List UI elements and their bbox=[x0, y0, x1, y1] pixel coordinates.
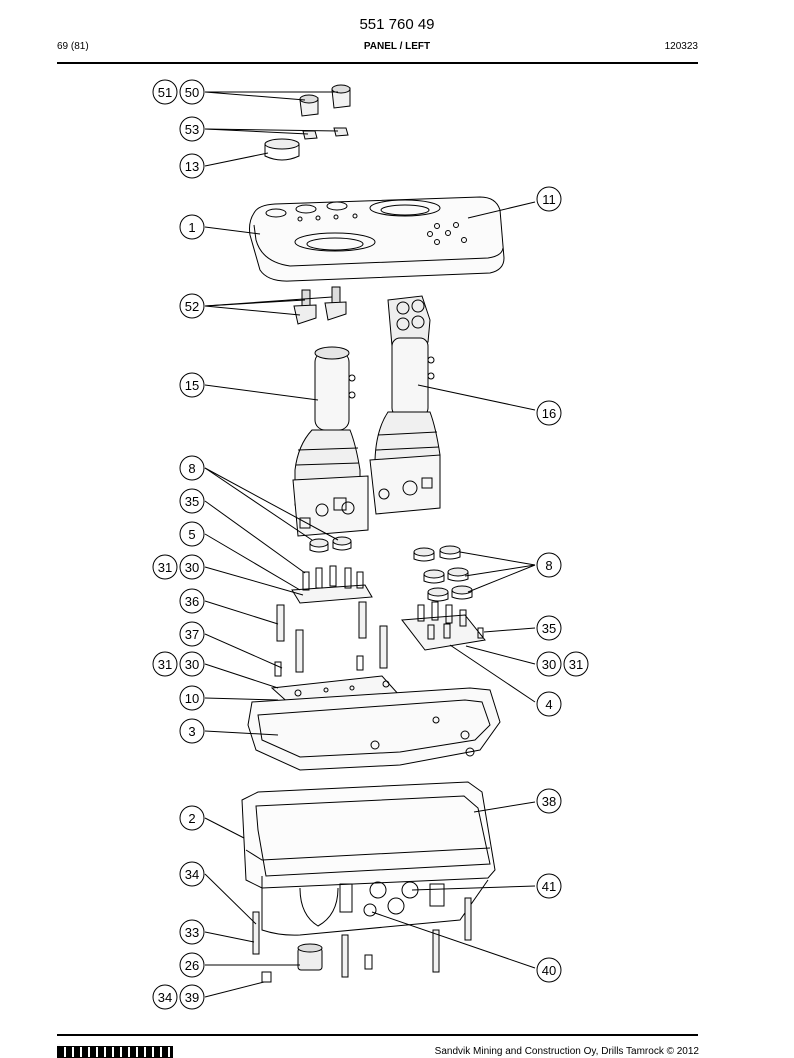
callout: 3 bbox=[179, 718, 205, 744]
circuit-board-part bbox=[401, 601, 486, 651]
callout: 11 bbox=[536, 186, 562, 212]
svg-text:34: 34 bbox=[158, 990, 172, 1005]
svg-text:4: 4 bbox=[545, 697, 552, 712]
callout: 15 bbox=[179, 372, 205, 398]
svg-text:16: 16 bbox=[542, 406, 556, 421]
leader-lines bbox=[204, 91, 536, 998]
svg-text:39: 39 bbox=[185, 990, 199, 1005]
callout: 53 bbox=[179, 116, 205, 142]
header-rule bbox=[57, 62, 698, 64]
callout: 10 bbox=[179, 685, 205, 711]
nut-part bbox=[309, 536, 352, 553]
svg-text:1: 1 bbox=[188, 220, 195, 235]
callout: 40 bbox=[536, 957, 562, 983]
screw-part bbox=[252, 897, 472, 983]
callout: 37 bbox=[179, 621, 205, 647]
callout: 5 bbox=[179, 521, 205, 547]
circuit-board-part bbox=[291, 565, 373, 604]
section-title: PANEL / LEFT bbox=[363, 41, 431, 52]
callout: 2 bbox=[179, 805, 205, 831]
callout: 13 bbox=[179, 153, 205, 179]
svg-text:38: 38 bbox=[542, 794, 556, 809]
joystick-left-part bbox=[292, 346, 369, 537]
svg-text:30: 30 bbox=[185, 657, 199, 672]
callout: 31 bbox=[152, 651, 178, 677]
callout: 34 bbox=[152, 984, 178, 1010]
svg-text:3: 3 bbox=[188, 724, 195, 739]
callout: 8 bbox=[179, 455, 205, 481]
panel-cover-part bbox=[249, 196, 505, 282]
svg-text:37: 37 bbox=[185, 627, 199, 642]
callout: 39 bbox=[179, 984, 205, 1010]
callout: 41 bbox=[536, 873, 562, 899]
switch-part bbox=[293, 286, 347, 325]
document-date: 120323 bbox=[664, 41, 698, 52]
svg-text:33: 33 bbox=[185, 925, 199, 940]
svg-text:15: 15 bbox=[185, 378, 199, 393]
callout: 30 bbox=[179, 651, 205, 677]
sandvik-logo bbox=[57, 1046, 173, 1058]
callout: 36 bbox=[179, 588, 205, 614]
callout: 31 bbox=[563, 651, 589, 677]
spacer-part bbox=[274, 601, 388, 677]
nut-part bbox=[413, 545, 473, 602]
svg-text:41: 41 bbox=[542, 879, 556, 894]
svg-text:51: 51 bbox=[158, 85, 172, 100]
nut-part bbox=[302, 127, 349, 140]
svg-text:26: 26 bbox=[185, 958, 199, 973]
svg-text:40: 40 bbox=[542, 963, 556, 978]
joystick-right-part bbox=[369, 295, 441, 515]
svg-text:34: 34 bbox=[185, 867, 199, 882]
callout: 8 bbox=[536, 552, 562, 578]
callout: 35 bbox=[536, 615, 562, 641]
callout: 34 bbox=[179, 861, 205, 887]
callout: 52 bbox=[179, 293, 205, 319]
svg-text:36: 36 bbox=[185, 594, 199, 609]
grommet-part bbox=[264, 138, 300, 161]
callout: 35 bbox=[179, 488, 205, 514]
svg-text:35: 35 bbox=[185, 494, 199, 509]
svg-text:30: 30 bbox=[542, 657, 556, 672]
frame-part bbox=[247, 687, 501, 771]
housing-part bbox=[241, 781, 496, 936]
svg-text:13: 13 bbox=[185, 159, 199, 174]
document-number: 551 760 49 bbox=[359, 16, 435, 33]
callout: 30 bbox=[179, 554, 205, 580]
callout: 50 bbox=[179, 79, 205, 105]
svg-text:31: 31 bbox=[158, 657, 172, 672]
svg-text:11: 11 bbox=[542, 192, 556, 207]
callout: 31 bbox=[152, 554, 178, 580]
svg-text:2: 2 bbox=[188, 811, 195, 826]
svg-text:50: 50 bbox=[185, 85, 199, 100]
callout: 38 bbox=[536, 788, 562, 814]
svg-text:31: 31 bbox=[569, 657, 583, 672]
svg-text:52: 52 bbox=[185, 299, 199, 314]
svg-text:31: 31 bbox=[158, 560, 172, 575]
svg-text:53: 53 bbox=[185, 122, 199, 137]
svg-text:30: 30 bbox=[185, 560, 199, 575]
svg-text:5: 5 bbox=[188, 527, 195, 542]
callout: 33 bbox=[179, 919, 205, 945]
knob-part bbox=[299, 84, 351, 117]
callout: 51 bbox=[152, 79, 178, 105]
svg-text:8: 8 bbox=[188, 461, 195, 476]
footer-copyright: Sandvik Mining and Construction Oy, Dril… bbox=[434, 1046, 699, 1057]
callout: 4 bbox=[536, 691, 562, 717]
svg-text:8: 8 bbox=[545, 558, 552, 573]
callout: 16 bbox=[536, 400, 562, 426]
callout: 26 bbox=[179, 952, 205, 978]
svg-text:10: 10 bbox=[185, 691, 199, 706]
footer-rule bbox=[57, 1034, 698, 1036]
cable-gland-part bbox=[297, 943, 323, 971]
page-reference: 69 (81) bbox=[57, 41, 89, 52]
callout: 30 bbox=[536, 651, 562, 677]
callout: 1 bbox=[179, 214, 205, 240]
svg-text:35: 35 bbox=[542, 621, 556, 636]
